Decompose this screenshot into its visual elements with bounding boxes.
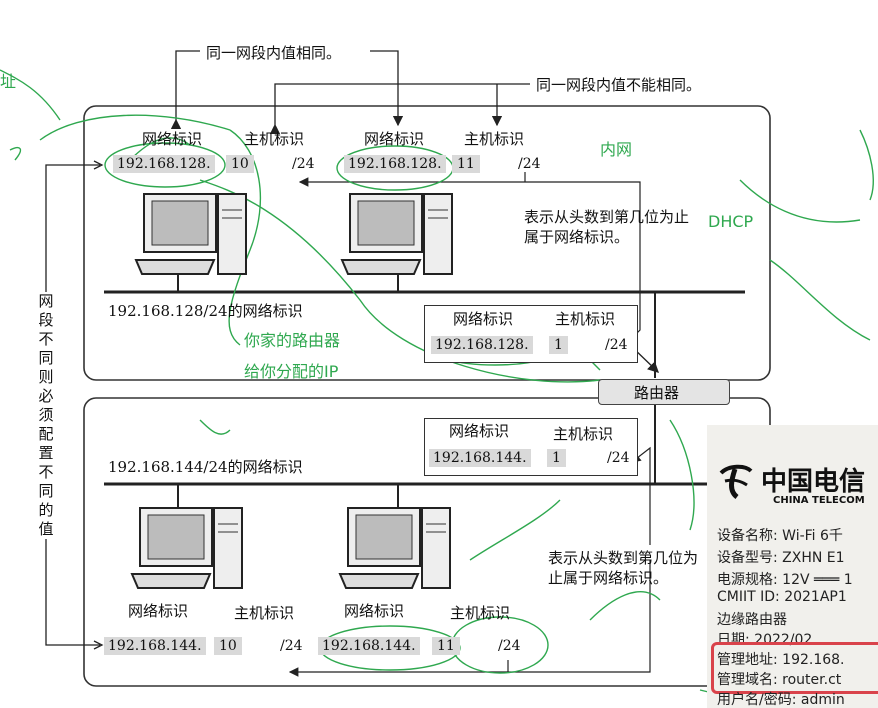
- lower-host-a-net-label: 网络标识: [128, 602, 189, 620]
- upper-router-interface-box: 网络标识 主机标识 192.168.128. 1 /24: [424, 305, 638, 363]
- upper-router-mask: /24: [605, 337, 628, 353]
- upper-host-b-mask: /24: [518, 156, 541, 172]
- lower-router-interface-box: 网络标识 主机标识 192.168.144. 1 /24: [424, 418, 638, 476]
- upper-router-host: 1: [549, 336, 568, 354]
- upper-host-b-host-label: 主机标识: [464, 130, 525, 148]
- management-info-highlight: [711, 642, 878, 694]
- lower-router-host-label: 主机标识: [553, 425, 614, 443]
- lower-router-mask: /24: [607, 450, 630, 466]
- lower-router-host: 1: [547, 449, 566, 467]
- lower-host-a-host-label: 主机标识: [234, 604, 295, 622]
- label-row: 管理域名: router.ct: [717, 672, 842, 688]
- lower-host-b-net-label: 网络标识: [344, 602, 405, 620]
- label-row: 边缘路由器: [717, 612, 787, 628]
- label-row: 电源规格: 12V ═══ 1: [717, 572, 853, 588]
- label-row: 用户名/密码: admin: [717, 692, 845, 708]
- lower-host-b-mask: /24: [498, 638, 521, 654]
- upper-router-net: 192.168.128.: [431, 336, 533, 354]
- label-row: CMIIT ID: 2021AP1: [717, 589, 847, 605]
- annotation-dhcp: DHCP: [708, 212, 754, 231]
- label-row: 设备名称: Wi-Fi 6千: [717, 528, 843, 544]
- lower-host-b-host: 11: [432, 637, 460, 655]
- china-telecom-logo-icon: [719, 464, 753, 499]
- upper-host-a-net: 192.168.128.: [113, 155, 215, 173]
- upper-host-a-mask: /24: [292, 156, 315, 172]
- upper-host-a-host: 10: [226, 155, 254, 173]
- upper-host-a-net-label: 网络标识: [142, 130, 203, 148]
- annotation-left-edge: 址: [0, 72, 17, 91]
- lower-host-b-host-label: 主机标识: [450, 604, 511, 622]
- upper-computer-b-icon: [340, 193, 453, 275]
- lower-computer-a-icon: [130, 507, 243, 589]
- annotation-router-line1: 你家的路由器: [244, 331, 341, 350]
- left-vertical-note: 网段不同则必须配置不同的值: [38, 292, 54, 539]
- lower-host-a-net: 192.168.144.: [104, 637, 206, 655]
- different-segment-note: 同一网段内值不能相同。: [536, 76, 702, 94]
- label-row: 管理地址: 192.168.: [717, 652, 845, 668]
- lower-computer-b-icon: [338, 507, 451, 589]
- upper-router-net-label: 网络标识: [453, 310, 514, 328]
- lower-mask-note: 表示从头数到第几位为止属于网络标识。: [548, 549, 699, 587]
- annotation-lan: 内网: [600, 140, 633, 159]
- upper-host-a-host-label: 主机标识: [244, 130, 305, 148]
- upper-network-title: 192.168.128/24的网络标识: [108, 302, 303, 320]
- upper-host-b-net-label: 网络标识: [364, 130, 425, 148]
- same-segment-note: 同一网段内值相同。: [206, 44, 342, 62]
- upper-router-host-label: 主机标识: [555, 310, 616, 328]
- upper-host-b-host: 11: [452, 155, 480, 173]
- lower-host-a-mask: /24: [280, 638, 303, 654]
- brand-name-en: CHINA TELECOM: [773, 495, 865, 506]
- brand-name: 中国电信: [761, 467, 866, 497]
- lower-network-title: 192.168.144/24的网络标识: [108, 458, 303, 476]
- upper-computer-a-icon: [134, 193, 247, 275]
- router-icon: 路由器: [598, 373, 730, 407]
- upper-host-b-net: 192.168.128.: [344, 155, 446, 173]
- label-row: 设备型号: ZXHN E1: [717, 550, 845, 566]
- annotation-router-line2: 给你分配的IP: [244, 362, 339, 381]
- lower-host-b-net: 192.168.144.: [318, 637, 420, 655]
- lower-router-net: 192.168.144.: [429, 449, 531, 467]
- upper-mask-note: 表示从头数到第几位为止属于网络标识。: [524, 208, 690, 246]
- lower-router-net-label: 网络标识: [449, 422, 510, 440]
- router-label-photo: 中国电信 CHINA TELECOM 设备名称: Wi-Fi 6千 设备型号: …: [707, 425, 878, 708]
- router-label: 路由器: [634, 384, 680, 402]
- lower-host-a-host: 10: [214, 637, 242, 655]
